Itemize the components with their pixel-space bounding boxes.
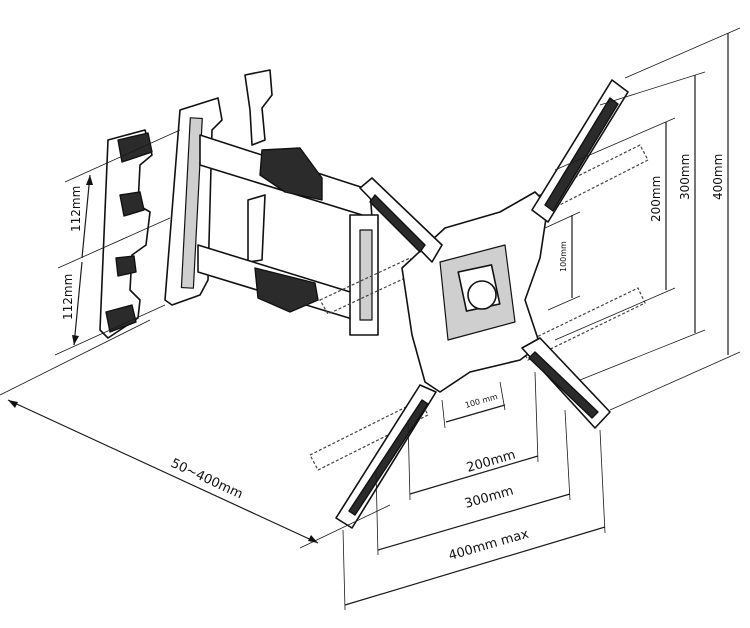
vesa-arm-lower-right bbox=[521, 337, 611, 429]
dim-extension bbox=[0, 319, 391, 549]
label-vesa-v-300: 300mm bbox=[678, 154, 692, 200]
label-vesa-v-400: 400mm bbox=[711, 154, 725, 200]
vesa-arm-upper-right bbox=[531, 79, 629, 223]
upper-arm bbox=[199, 69, 373, 263]
lower-arm bbox=[197, 214, 379, 336]
label-vesa-h-200: 200mm bbox=[465, 448, 517, 476]
vesa-plate bbox=[401, 191, 549, 393]
label-vesa-h-400: 400mm max bbox=[447, 527, 531, 564]
label-vesa-h-100: 100 mm bbox=[464, 392, 499, 410]
label-wall-plate-upper: 112mm bbox=[69, 186, 83, 232]
label-vesa-v-200: 200mm bbox=[649, 176, 663, 222]
label-wall-plate-lower: 112mm bbox=[61, 274, 75, 320]
dim-wall-plate bbox=[54, 129, 181, 356]
wall-plate bbox=[99, 97, 223, 339]
dim-vesa-horizontal bbox=[342, 371, 606, 611]
label-vesa-v-100: 100mm bbox=[559, 241, 568, 272]
label-vesa-h-300: 300mm bbox=[463, 484, 515, 512]
vesa-arm-upper-left bbox=[359, 177, 443, 263]
dim-vesa-vertical bbox=[544, 27, 741, 411]
